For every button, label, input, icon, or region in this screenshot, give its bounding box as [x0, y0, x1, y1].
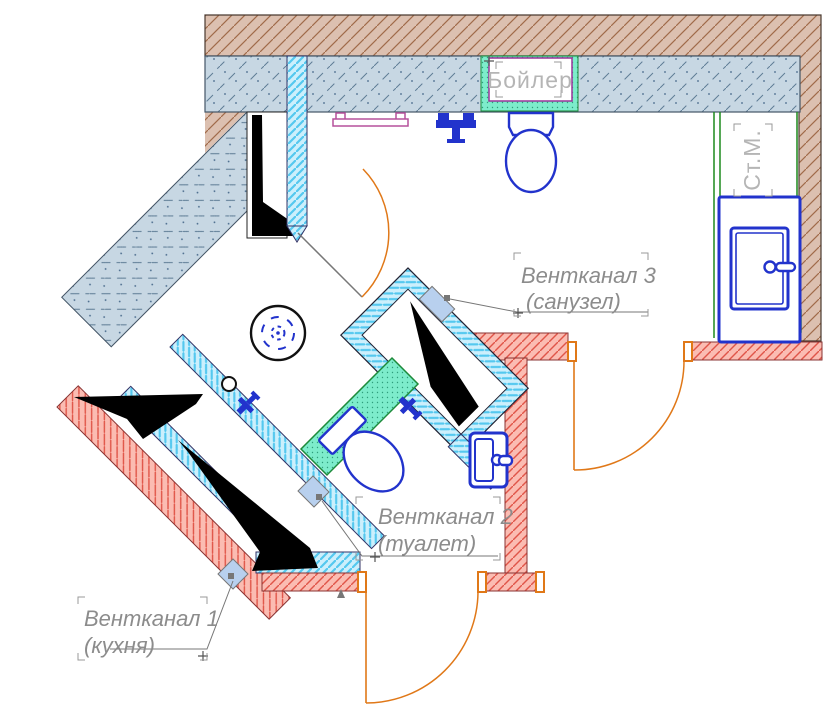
vent1-label-line1: Вентканал 1 — [84, 606, 219, 631]
vent-grille-3-marker — [418, 285, 456, 323]
boiler-niche — [480, 55, 579, 112]
washing-machine — [717, 195, 802, 344]
toilet-wc — [317, 405, 405, 493]
wall-pink-stub-left — [261, 572, 361, 592]
vent3-label-line1: Вентканал 3 — [521, 263, 657, 288]
towel-rail — [332, 112, 409, 127]
duct-flag-kitchen-upper — [74, 394, 203, 439]
wall-pink-bottom-right — [691, 341, 823, 361]
wall-pink-stub-right — [481, 572, 541, 592]
vent3-label-line2: (санузел) — [526, 289, 621, 314]
vent2-label-line2: (туалет) — [378, 531, 476, 556]
sink-toilet-room — [468, 431, 514, 489]
duct-flag-kitchen-long — [178, 440, 318, 571]
door-hall — [567, 341, 693, 471]
mixer-faucet — [436, 113, 476, 143]
vent2-label-line1: Вентканал 2 — [378, 504, 513, 529]
leader-lines — [110, 298, 648, 650]
boiler-label: Бойлер — [487, 67, 573, 93]
drain-symbol — [221, 376, 237, 392]
label-corner-brackets — [77, 61, 773, 661]
washing-machine-label: Ст.М. — [739, 129, 765, 191]
door-bathroom — [297, 168, 390, 298]
duct-flag-top — [252, 115, 296, 236]
fan-symbol — [249, 304, 307, 362]
vent1-label-line2: (кухня) — [84, 633, 155, 658]
leader-arrows — [228, 295, 450, 598]
wall-outer-brown-corner — [205, 112, 246, 153]
partition-vertical — [286, 55, 308, 243]
toilet-bathroom — [504, 111, 558, 194]
duct-central — [339, 267, 530, 457]
door-toilet-room — [357, 571, 545, 704]
